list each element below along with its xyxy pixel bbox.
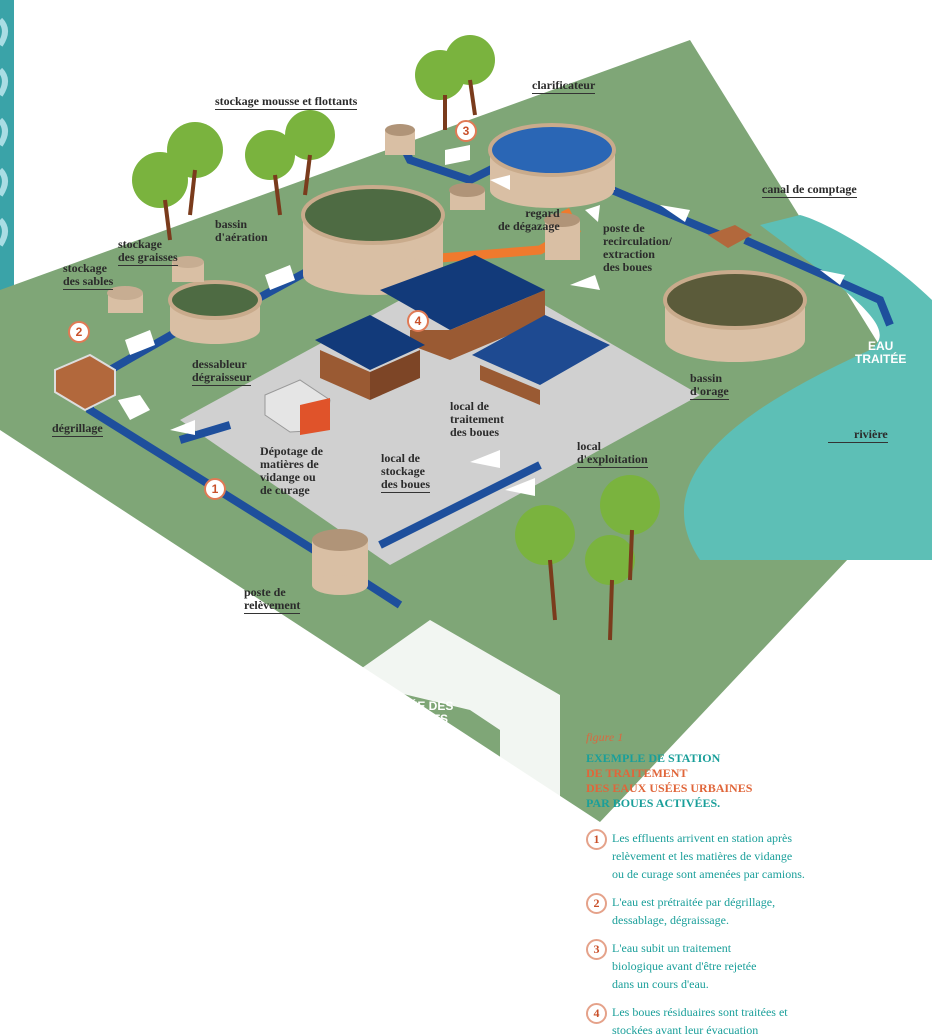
label-stockage-mousse: stockage mousse et flottants: [215, 94, 358, 110]
label-line: traitement: [450, 412, 504, 426]
title-line: DE TRAITEMENT: [586, 766, 688, 780]
note-line: relèvement et les matières de vidange: [612, 849, 793, 863]
label-line: vidange ou: [260, 470, 316, 484]
label-line: regard: [525, 206, 560, 220]
note-item: 4 Les boues résiduaires sont traitées et s…: [586, 1003, 926, 1036]
label-line: Dépotage de: [260, 444, 323, 458]
label-line: ARRIVÉE DES: [372, 699, 454, 713]
note-line: dessablage, dégraissage.: [612, 913, 729, 927]
note-line: L'eau subit un traitement: [612, 941, 732, 955]
label-line: stockage: [381, 464, 425, 478]
note-number-badge: 1: [586, 829, 607, 850]
label-line: local: [577, 439, 601, 453]
note-number-badge: 4: [586, 1003, 607, 1024]
label-line: des graisses: [118, 250, 178, 266]
label-line: des boues: [381, 477, 431, 493]
label-riviere: rivière: [828, 428, 888, 443]
note-line: Les effluents arrivent en station après: [612, 831, 793, 845]
marker-4: 4: [407, 310, 429, 332]
note-line: stockées avant leur évacuation: [612, 1023, 759, 1036]
note-line: L'eau est prétraitée par dégrillage,: [612, 895, 776, 909]
label-line: local de: [381, 451, 420, 465]
note-line: Les boues résiduaires sont traitées et: [612, 1005, 788, 1019]
label-line: des boues: [603, 260, 653, 274]
note-line: dans un cours d'eau.: [612, 977, 709, 991]
title-line: EXEMPLE DE STATION: [586, 751, 721, 765]
label-line: bassin: [215, 217, 248, 231]
note-item: 1 Les effluents arrivent en station après…: [586, 829, 926, 883]
flow-arrows: [118, 145, 845, 496]
label-line: des sables: [63, 274, 114, 290]
note-number-badge: 2: [586, 893, 607, 914]
note-line: biologique avant d'être rejetée: [612, 959, 757, 973]
label-line: local de: [450, 399, 489, 413]
label-line: EFFLUENTS: [377, 712, 449, 726]
label-line: dessableur: [192, 357, 247, 371]
label-line: de dégazage: [498, 219, 560, 233]
label-line: EAU: [868, 339, 894, 353]
label-line: d'exploitation: [577, 452, 648, 468]
figure-caption: figure 1 EXEMPLE DE STATION DE TRAITEMEN…: [586, 730, 926, 1036]
label-line: dégraisseur: [192, 370, 252, 386]
figure-number: figure 1: [586, 730, 624, 744]
label-clarificateur: clarificateur: [532, 78, 596, 94]
label-line: matières de: [260, 457, 319, 471]
marker-2: 2: [68, 321, 90, 343]
label-line: recirculation/: [603, 234, 672, 248]
note-line: ou de curage sont amenées par camions.: [612, 867, 805, 881]
marker-1: 1: [204, 478, 226, 500]
arrival-arrow: [345, 620, 560, 800]
marker-3: 3: [455, 120, 477, 142]
trees: [132, 35, 660, 641]
note-item: 3 L'eau subit un traitement biologique ava…: [586, 939, 926, 993]
title-line: DES EAUX USÉES URBAINES: [586, 781, 753, 795]
label-line: des boues: [450, 425, 500, 439]
note-number-badge: 3: [586, 939, 607, 960]
label-line: poste de: [244, 585, 286, 599]
label-line: TRAITÉE: [855, 352, 907, 366]
label-line: poste de: [603, 221, 645, 235]
label-canal-comptage: canal de comptage: [762, 182, 857, 198]
label-line: extraction: [603, 247, 655, 261]
label-line: stockage: [63, 261, 107, 275]
label-line: d'orage: [690, 384, 729, 400]
label-degrillage: dégrillage: [52, 421, 103, 437]
tanks: [54, 123, 807, 595]
figure-title: EXEMPLE DE STATION DE TRAITEMENT DES EAU…: [586, 751, 926, 811]
label-line: de curage: [260, 483, 310, 497]
note-item: 2 L'eau est prétraitée par dégrillage, des…: [586, 893, 926, 929]
label-line: bassin: [690, 371, 723, 385]
title-line: PAR BOUES ACTIVÉES.: [586, 796, 721, 810]
notes-list: 1 Les effluents arrivent en station après…: [586, 829, 926, 1036]
label-line: relèvement: [244, 598, 301, 614]
label-line: d'aération: [215, 230, 268, 244]
river: [683, 215, 932, 560]
label-line: stockage: [118, 237, 162, 251]
